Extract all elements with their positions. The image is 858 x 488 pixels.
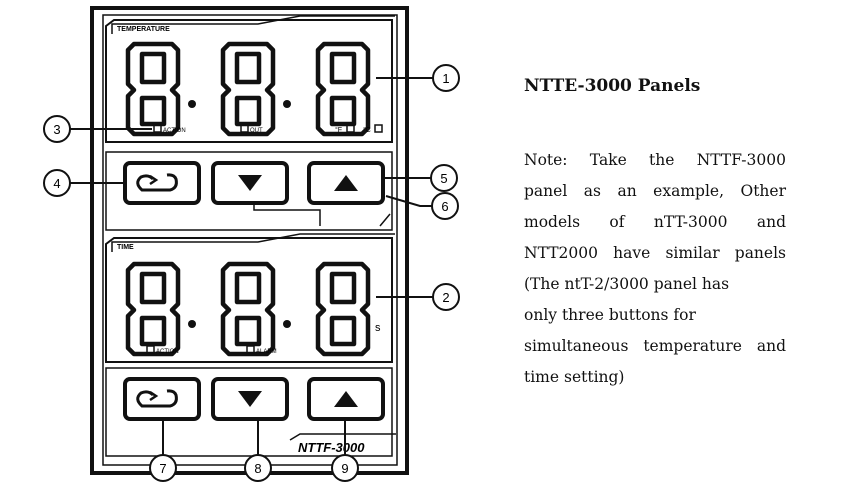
svg-text:8: 8: [254, 461, 261, 476]
svg-text:5: 5: [440, 171, 447, 186]
note-line: time setting): [524, 368, 625, 386]
svg-text:7: 7: [159, 461, 166, 476]
panel-note: Note: Take the NTTF-3000 panel as an exa…: [524, 145, 786, 393]
temp-action-led: [153, 124, 162, 133]
temperature-decimal-point-1: [188, 100, 196, 108]
time-decimal-point-2: [283, 320, 291, 328]
callout-2: 2: [432, 283, 460, 311]
top-set-button[interactable]: [123, 161, 201, 205]
up-arrow-icon: [334, 391, 358, 407]
callout-7: 7: [149, 454, 177, 482]
top-key-area: [105, 151, 393, 231]
time-alarm-label: ALARM: [256, 349, 277, 355]
unit-c-led: [374, 124, 383, 133]
note-line: only three buttons for: [524, 306, 696, 324]
temp-out-label: OUT: [250, 128, 263, 134]
seconds-unit: s: [375, 322, 381, 334]
svg-text:9: 9: [341, 461, 348, 476]
controller-panel-diagram: TEMPERATURE ACTION OUT °F °C TIME s ACTI…: [43, 6, 460, 482]
unit-f-label: °F: [335, 126, 342, 134]
temperature-tab: [111, 15, 395, 34]
bottom-key-area: [105, 367, 393, 457]
svg-text:6: 6: [441, 199, 448, 214]
unit-f-led: [346, 124, 355, 133]
callout-8: 8: [244, 454, 272, 482]
time-tab: [111, 233, 395, 252]
bottom-down-button[interactable]: [211, 377, 289, 421]
down-arrow-icon: [238, 391, 262, 407]
temp-action-label: ACTION: [163, 128, 186, 134]
unit-c-label: °C: [363, 126, 371, 134]
bottom-set-button[interactable]: [123, 377, 201, 421]
top-down-button[interactable]: [211, 161, 289, 205]
temp-out-led: [240, 124, 249, 133]
note-line: (The ntT-2/3000 panel has: [524, 275, 730, 293]
note-line: panel as an example, Other: [524, 182, 786, 200]
model-ledge: [289, 433, 396, 441]
callout-4: 4: [43, 169, 71, 197]
callout-leaders: [70, 77, 433, 455]
svg-text:2: 2: [442, 290, 449, 305]
svg-text:1: 1: [442, 71, 449, 86]
time-action-led: [146, 345, 155, 354]
temperature-decimal-point-2: [283, 100, 291, 108]
time-alarm-led: [246, 345, 255, 354]
cycle-icon: [136, 173, 178, 192]
callout-1: 1: [432, 64, 460, 92]
callout-5: 5: [430, 164, 458, 192]
temperature-section-label: TEMPERATURE: [117, 26, 170, 33]
time-decimal-point-1: [188, 320, 196, 328]
time-section-label: TIME: [117, 244, 134, 251]
top-key-ledge: [253, 202, 391, 227]
svg-text:4: 4: [53, 176, 60, 191]
down-arrow-icon: [238, 175, 262, 191]
cycle-icon: [136, 389, 178, 408]
up-arrow-icon: [334, 175, 358, 191]
callout-9: 9: [331, 454, 359, 482]
time-action-label: ACTION: [156, 349, 179, 355]
bottom-up-button[interactable]: [307, 377, 385, 421]
svg-text:3: 3: [53, 122, 60, 137]
model-label: NTTF-3000: [298, 440, 365, 455]
callout-6: 6: [431, 192, 459, 220]
note-line: simultaneous temperature and: [524, 337, 786, 355]
note-line: models of nTT-3000 and: [524, 213, 786, 231]
note-line: NTT2000 have similar panels: [524, 244, 786, 262]
panels-heading: NTTE-3000 Panels: [524, 76, 701, 96]
note-line: Note: Take the NTTF-3000: [524, 151, 786, 169]
callout-3: 3: [43, 115, 71, 143]
top-up-button[interactable]: [307, 161, 385, 205]
